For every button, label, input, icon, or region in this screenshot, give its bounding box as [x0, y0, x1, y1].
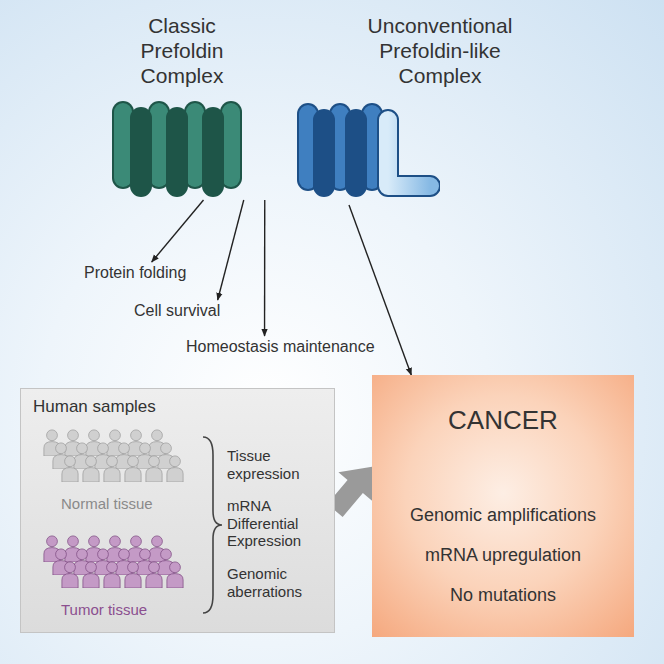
outcome-label: Homeostasis maintenance: [182, 336, 379, 359]
node-text: No mutations: [382, 585, 624, 606]
node-text: Tumor tissue: [61, 601, 201, 619]
node-heading: Unconventional Prefoldin-like Complex: [350, 14, 530, 88]
prefoldin-complex: [123, 112, 231, 186]
outcome-label: Protein folding: [80, 262, 190, 285]
people-group: [44, 430, 183, 482]
samples-panel: Human samplesNormal tissueTumor tissue Ti…: [20, 388, 335, 633]
arrow-connector: [152, 200, 204, 262]
node-text: Tissue expression: [227, 447, 327, 482]
complex-figure: Classic Prefoldin Complex: [95, 10, 270, 200]
node-text: mRNA Differential Expression: [227, 497, 327, 550]
node-heading: Cell survival: [134, 302, 220, 321]
outcome-label: Cell survival: [130, 300, 224, 323]
illustration: [95, 10, 270, 200]
node-heading: Protein folding: [84, 264, 186, 283]
node-heading: Human samples: [33, 397, 213, 417]
people-group: [44, 536, 183, 588]
cancer-box: CANCER Genomic amplifications mRNA upregul…: [372, 375, 634, 637]
brace: [203, 437, 222, 613]
node-heading: CANCER: [382, 405, 624, 436]
arrow-connector: [264, 200, 266, 336]
node-text: Genomic aberrations: [227, 565, 327, 600]
arrow-connector: [218, 200, 244, 300]
node-heading: Homeostasis maintenance: [186, 338, 375, 357]
complex-figure: Unconventional Prefoldin-like Complex: [285, 10, 605, 205]
node-text: mRNA upregulation: [382, 545, 624, 566]
node-text: Genomic amplifications: [382, 505, 624, 526]
node-heading: Classic Prefoldin Complex: [127, 14, 237, 88]
node-text: Normal tissue: [61, 495, 201, 513]
prefoldin-like-complex: [308, 114, 430, 186]
